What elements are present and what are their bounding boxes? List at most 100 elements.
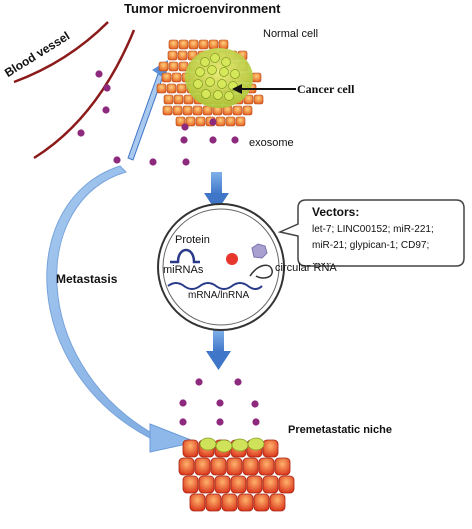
normal-cell <box>188 39 199 50</box>
down-arrow-bottom <box>206 330 231 370</box>
normal-cell <box>202 105 213 116</box>
cancer-cell <box>230 69 240 79</box>
exosome-diagram <box>157 203 285 331</box>
seeded-cancer-cell <box>231 438 249 452</box>
niche-cell <box>269 493 286 512</box>
tumor-microenvironment-title: Tumor microenvironment <box>124 1 281 16</box>
exosome-dot <box>209 118 217 126</box>
normal-cell <box>162 105 173 116</box>
exosome-dot <box>216 399 224 407</box>
niche-cell <box>198 475 215 494</box>
exosome-dot <box>231 136 239 144</box>
exosome-dot <box>180 136 188 144</box>
cancer-cell-pointer <box>232 84 296 94</box>
normal-cell <box>235 116 246 127</box>
exosome-dot <box>182 158 190 166</box>
cancer-cell <box>219 67 229 77</box>
cancer-cell <box>224 91 234 101</box>
exosome-dot <box>179 418 187 426</box>
niche-cell <box>262 475 279 494</box>
normal-cell <box>198 39 209 50</box>
niche-cell <box>226 457 243 476</box>
cancer-cell <box>210 53 220 63</box>
mirna-hairpin <box>170 248 200 264</box>
normal-cell <box>173 94 184 105</box>
cancer-cell <box>200 57 210 67</box>
normal-cell <box>156 83 167 94</box>
seeded-cancer-cell <box>247 437 265 451</box>
exosome-dot <box>102 106 110 114</box>
niche-cell <box>258 457 275 476</box>
normal-cell <box>185 116 196 127</box>
cancer-cell <box>207 65 217 75</box>
normal-cell <box>178 39 189 50</box>
exosome-dot <box>77 129 85 137</box>
exosome-dot <box>209 136 217 144</box>
exosome-label: exosome <box>249 137 294 149</box>
niche-cell <box>189 493 206 512</box>
seeded-cancer-cell <box>199 437 217 451</box>
normal-cell <box>215 116 226 127</box>
normal-cell <box>161 72 172 83</box>
normal-cell <box>182 105 193 116</box>
exosome-dot <box>113 156 121 164</box>
exosome-dot <box>181 123 189 131</box>
normal-cell <box>166 83 177 94</box>
normal-cell <box>168 61 179 72</box>
premetastatic-niche-label: Premetastatic niche <box>288 424 392 436</box>
cancer-cell <box>201 89 211 99</box>
mrna-lnrna-label: mRNA/lnRNA <box>188 290 250 301</box>
normal-cell <box>175 116 186 127</box>
cancer-cell <box>205 77 215 87</box>
metastasis-arrow <box>46 165 198 453</box>
vectors-callout <box>277 199 465 267</box>
cancer-cell <box>221 57 231 67</box>
cancer-cell <box>195 67 205 77</box>
niche-cell <box>182 475 199 494</box>
niche-cell <box>242 457 259 476</box>
normal-cell <box>218 39 229 50</box>
vectors-line: miR-21; glypican-1; CD97; <box>312 240 430 251</box>
normal-cell <box>167 50 178 61</box>
niche-cell <box>274 457 291 476</box>
normal-cell <box>168 39 179 50</box>
vectors-line: ....... <box>312 256 332 267</box>
mirnas-label: miRNAs <box>163 264 204 276</box>
normal-cell <box>163 94 174 105</box>
cancer-cell-label: Cancer cell <box>297 82 355 96</box>
normal-cell <box>192 105 203 116</box>
circular-rna-label: circular RNA <box>275 262 337 274</box>
blood-vessel <box>13 21 136 160</box>
niche-cell <box>278 475 295 494</box>
exosome-dot <box>216 418 224 426</box>
niche-cell <box>237 493 254 512</box>
seeded-cancer-cell <box>215 439 233 453</box>
circular-rna-loop <box>249 264 273 279</box>
protein-blob <box>226 253 238 265</box>
normal-cell <box>253 94 264 105</box>
normal-cell <box>195 116 206 127</box>
exosome-dot <box>252 418 260 426</box>
niche-cell <box>221 493 238 512</box>
exosome-dot <box>103 84 111 92</box>
normal-cell <box>177 50 188 61</box>
cancer-cell <box>193 79 203 89</box>
normal-cell <box>158 61 169 72</box>
normal-cell <box>176 83 187 94</box>
exosome-dot <box>149 158 157 166</box>
vectors-title: Vectors: <box>312 205 360 219</box>
protein-hexagon <box>251 243 268 259</box>
cancer-cell <box>213 90 223 100</box>
niche-cell <box>230 475 247 494</box>
exosome-dot <box>179 399 187 407</box>
exosome-dot <box>234 378 242 386</box>
niche-cell <box>194 457 211 476</box>
niche-cell <box>178 457 195 476</box>
niche-cell <box>262 439 279 458</box>
protein-label: Protein <box>175 234 210 246</box>
niche-cell <box>253 493 270 512</box>
cancer-cell-cluster <box>185 48 253 108</box>
exosome-dot <box>251 400 259 408</box>
